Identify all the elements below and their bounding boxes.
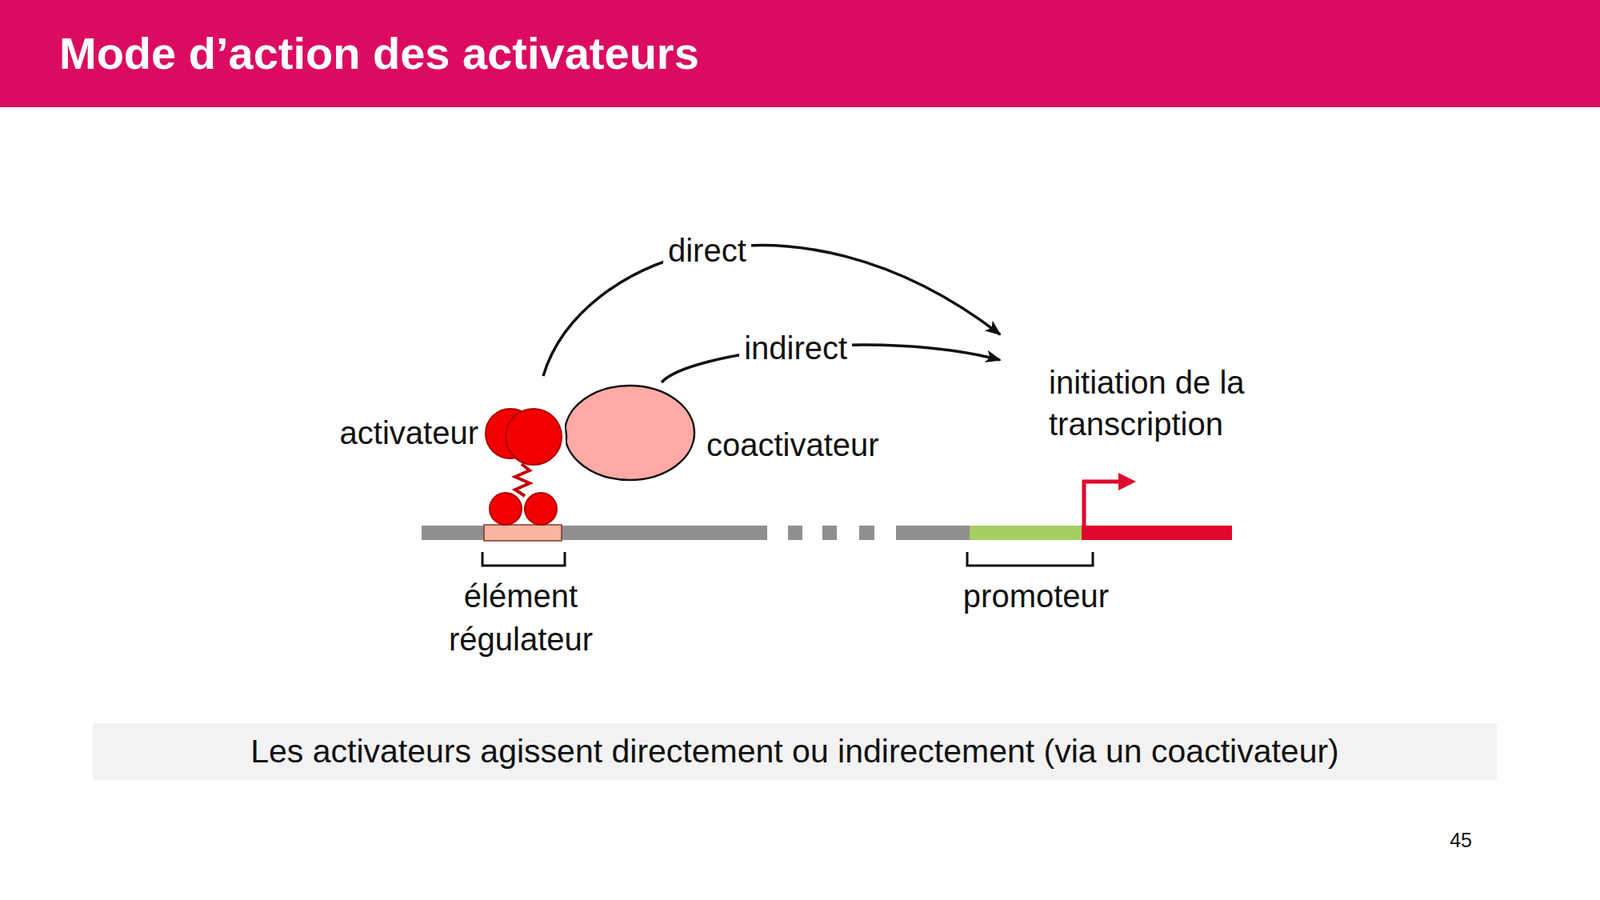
node-label: initiation de la transcription: [1048, 361, 1361, 445]
activator-group: [485, 408, 562, 525]
dna-strand: [421, 525, 768, 540]
bracket: [967, 552, 1093, 566]
edge-label: direct: [663, 231, 752, 270]
coactivator-group: [499, 385, 695, 480]
tss-arrow: [1084, 481, 1120, 526]
promoter-region: [969, 525, 1082, 540]
activator-outline: [296, 376, 568, 528]
page-number: 45: [1449, 828, 1472, 852]
dna-binding-domain: [489, 492, 522, 525]
caption-text: Les activateurs agissent directement ou …: [92, 723, 1497, 780]
dna-dash: [822, 525, 837, 540]
node-label: activateur: [340, 412, 479, 454]
coactivator-shape: [564, 385, 695, 480]
tss-arrowhead: [1118, 472, 1136, 491]
target-node: initiation de la transcription: [1000, 328, 1371, 464]
part-label: promoteur: [932, 574, 1140, 618]
gene-region: [1081, 525, 1232, 540]
coactivator-notch: [499, 403, 567, 471]
part-label: élément régulateur: [416, 574, 625, 661]
node-label: coactivateur: [706, 424, 880, 466]
connector-arrow: [543, 245, 1000, 376]
slide-title: Mode d’action des activateurs: [59, 27, 700, 80]
dna-binding-domain: [524, 492, 557, 525]
activator-linker: [515, 464, 530, 496]
activator-node: activateur: [296, 376, 568, 528]
edge-label: indirect: [739, 328, 852, 368]
dna-dash: [788, 525, 803, 540]
dna-strand: [896, 525, 970, 540]
coactivator-node: coactivateur: [560, 382, 889, 487]
bracket: [482, 552, 565, 566]
activator-domain: [505, 408, 562, 465]
regulatory-element: [484, 524, 562, 541]
dna-dash: [859, 525, 875, 540]
